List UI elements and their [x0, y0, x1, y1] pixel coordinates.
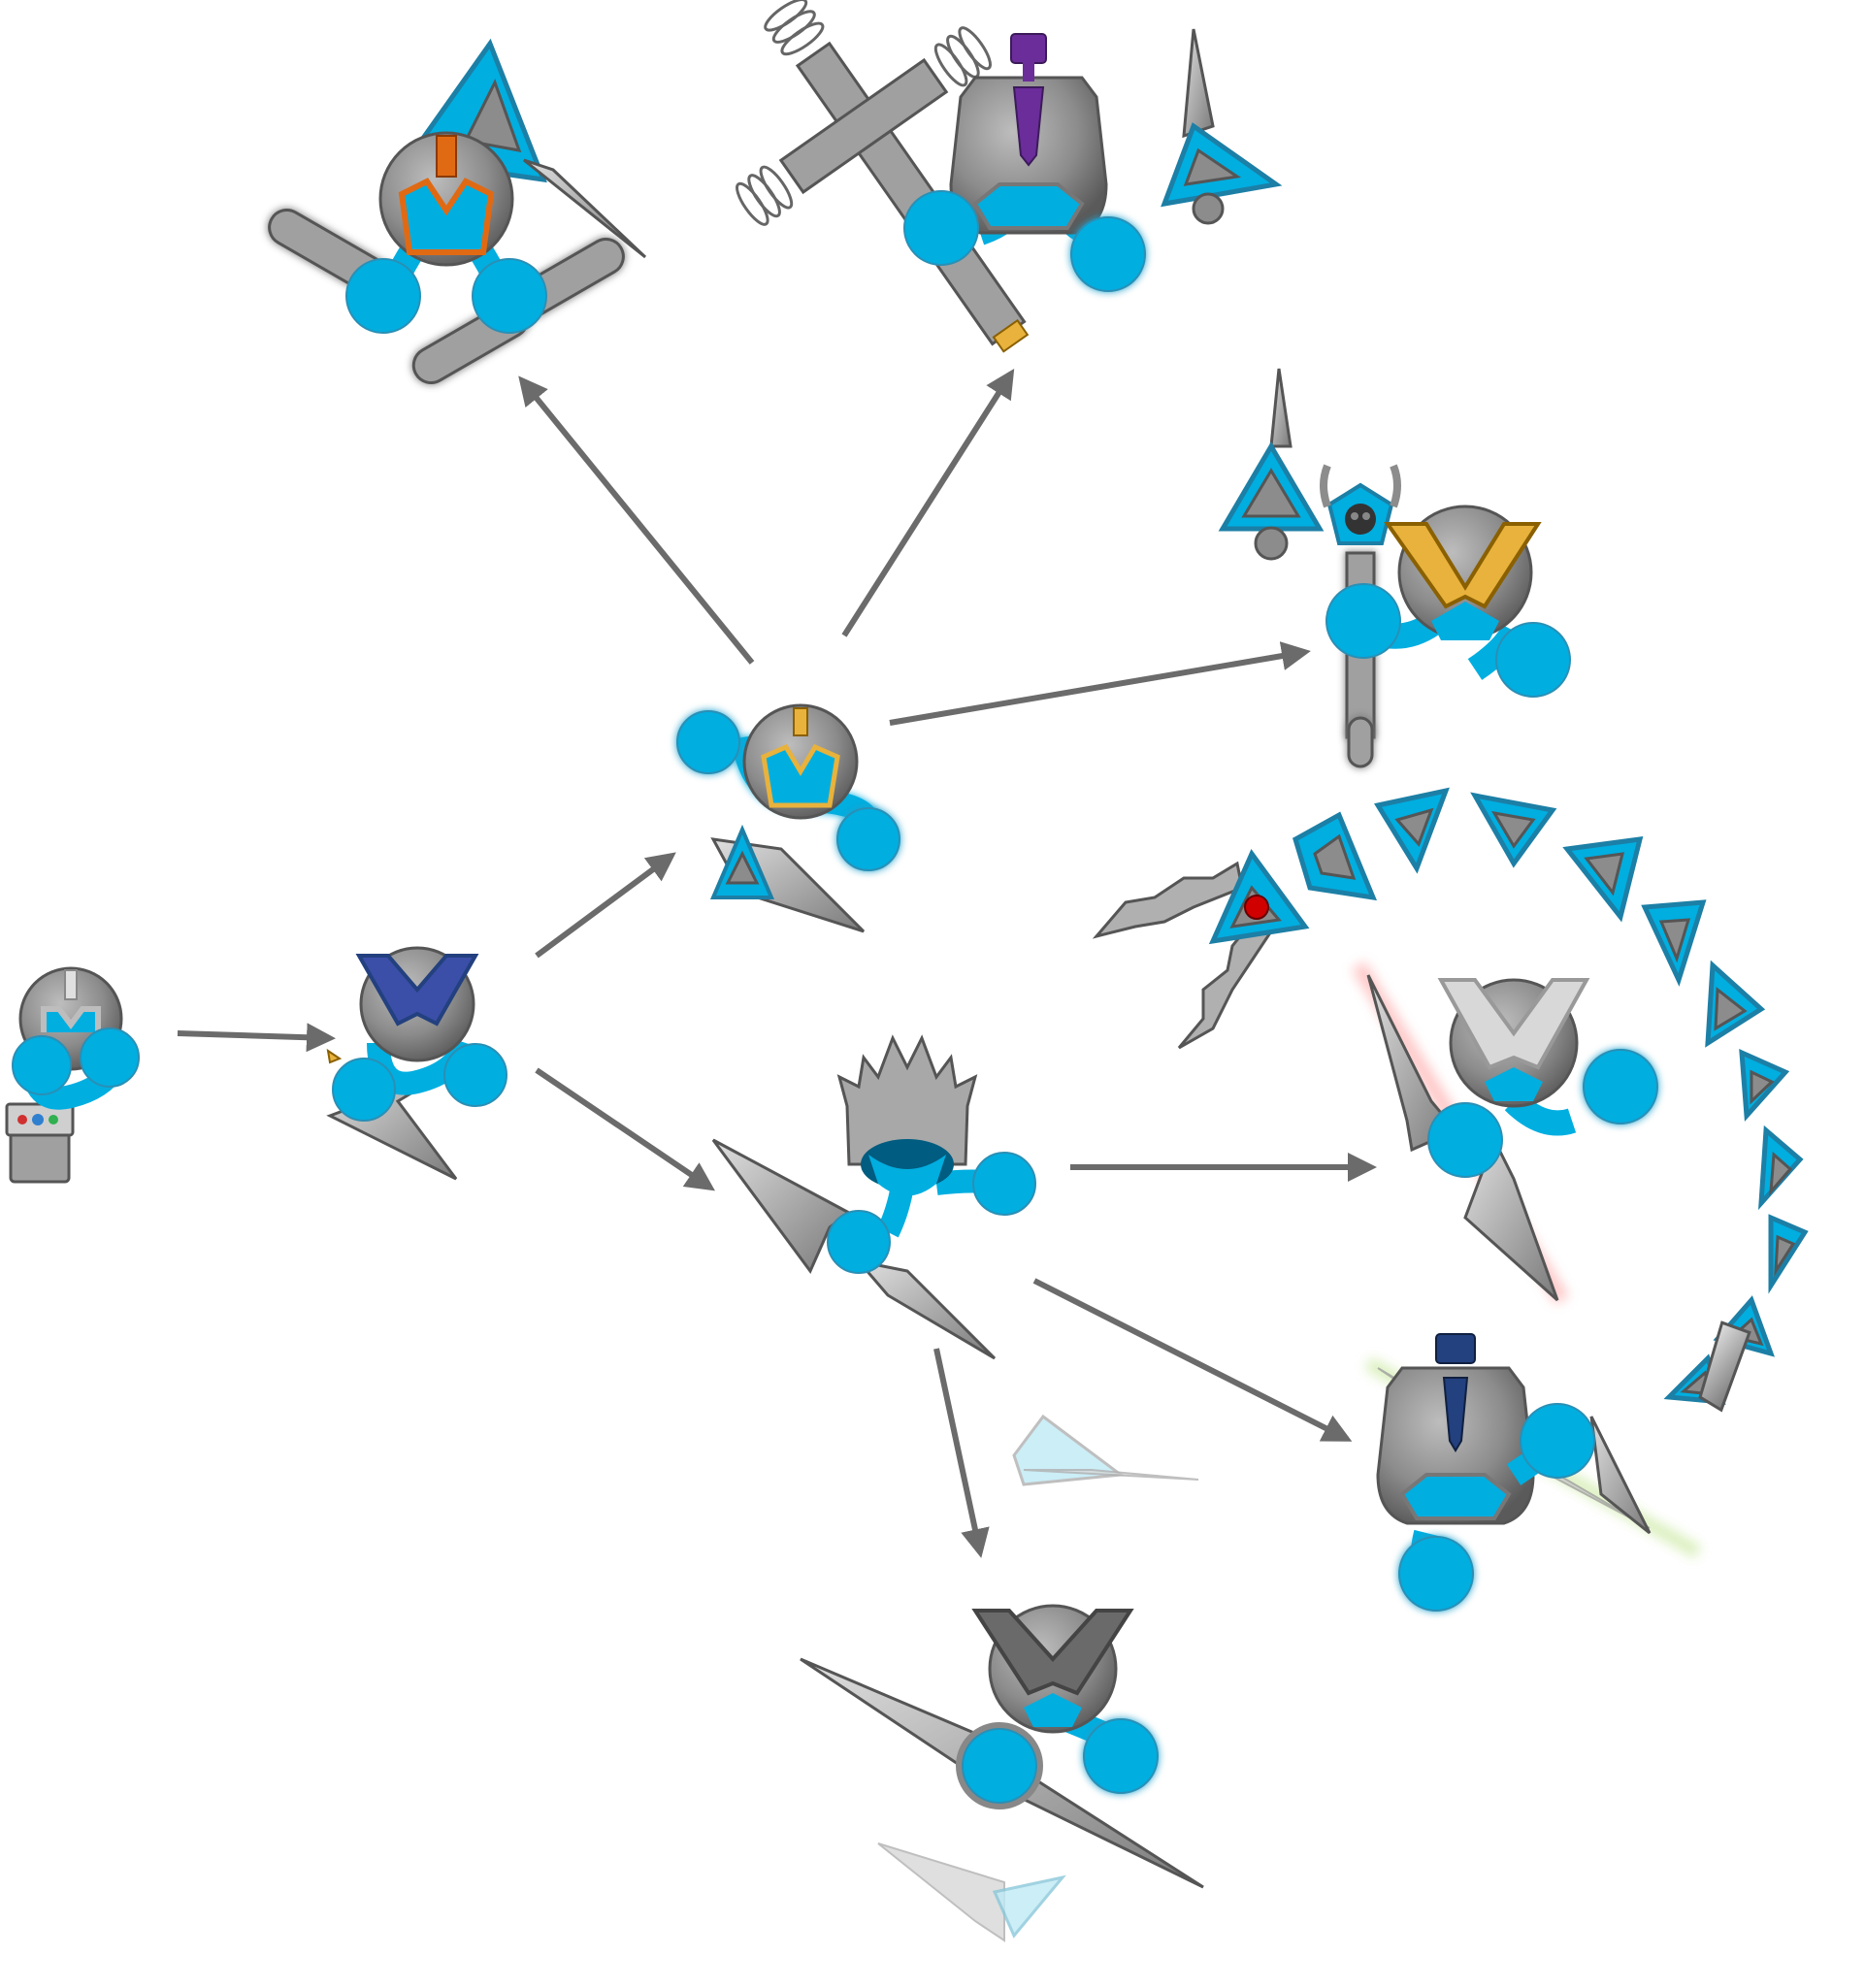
hand-left	[1427, 1102, 1503, 1178]
plume	[1435, 1333, 1476, 1364]
chain-tail-spike	[1698, 1320, 1751, 1413]
arrow-tier2a-to-tier3b	[841, 368, 1015, 637]
hand-left	[676, 710, 740, 774]
arrows	[177, 368, 1377, 1558]
hand-right	[836, 807, 900, 871]
spiked-helmet	[836, 1034, 978, 1166]
arrow-tier2a-to-tier3c	[889, 641, 1311, 726]
spear-ring	[956, 1722, 1043, 1809]
blue-v-avatar-icon	[326, 946, 507, 1181]
arrow-base-to-tier1	[177, 1023, 336, 1053]
ghost-triangle-icon-lower	[877, 1842, 1005, 1942]
hand-right	[1583, 1049, 1658, 1124]
spike-icon-lower	[855, 1258, 997, 1360]
triangle-mace-icon	[1218, 368, 1325, 561]
red-eye-icon	[1244, 895, 1269, 920]
chain-links	[1292, 787, 1809, 1405]
starter-avatar-icon	[5, 966, 140, 1184]
hand-left	[345, 258, 421, 334]
gold-v-avatar-icon	[1218, 368, 1571, 768]
hand-right	[1520, 1403, 1595, 1479]
hand-left	[962, 1728, 1037, 1804]
arrow-tier2b-to-tier3g	[933, 1348, 990, 1558]
hand-right	[1083, 1718, 1159, 1794]
arrow-tier1-to-tier2a	[535, 852, 676, 959]
chain-link-cores	[1313, 807, 1796, 1396]
hand-left	[903, 190, 979, 266]
hand-left	[827, 1210, 891, 1274]
dark-v-avatar-icon	[800, 1414, 1204, 1942]
chain-segment	[1208, 849, 1310, 945]
spike-icon-upper	[711, 1138, 852, 1274]
plume	[1010, 33, 1047, 64]
navy-knight-avatar-icon	[1364, 1333, 1702, 1612]
hand-right	[80, 1027, 140, 1088]
skull-icon	[1345, 504, 1376, 535]
arrow-tier2a-to-tier3a	[518, 375, 755, 665]
hand-left	[12, 1035, 72, 1095]
hand-right	[972, 1152, 1036, 1216]
arrow-tier2b-to-tier3f	[1032, 1278, 1353, 1442]
orange-m-avatar-icon	[268, 38, 647, 384]
hand-left	[1325, 583, 1401, 659]
hand-left	[332, 1058, 396, 1122]
hand-left	[1398, 1536, 1474, 1612]
gold-m-avatar-icon	[676, 703, 900, 933]
chain-whip-icon	[1092, 787, 1809, 1413]
arrow-tier1-to-tier2b	[535, 1067, 715, 1191]
purple-knight-avatar-icon	[736, 0, 1283, 353]
hand-right	[1070, 216, 1146, 292]
silver-v-avatar-icon	[1352, 961, 1658, 1305]
serrated-jaws	[1092, 861, 1274, 1050]
triangle-mace-icon	[1161, 28, 1283, 225]
hand-right	[443, 1043, 507, 1107]
hand-right	[1495, 622, 1571, 698]
hand-right	[472, 258, 547, 334]
spiked-crown-avatar-icon	[711, 1034, 1036, 1360]
